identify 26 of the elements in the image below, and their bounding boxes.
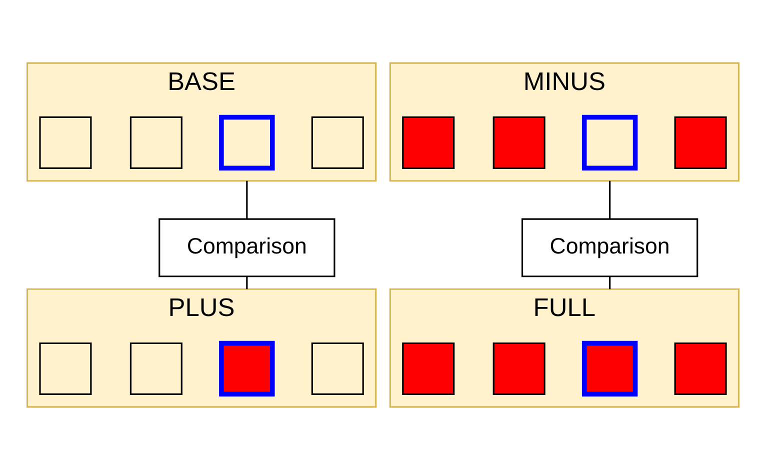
node-box bbox=[402, 116, 455, 169]
node-box bbox=[674, 342, 727, 395]
cluster: MINUS bbox=[389, 62, 740, 182]
cluster: PLUS bbox=[26, 288, 377, 408]
node-box bbox=[39, 342, 92, 395]
node-box: Comparison bbox=[521, 218, 698, 278]
cluster: BASE bbox=[26, 62, 377, 182]
node-box bbox=[39, 116, 92, 169]
node-box bbox=[402, 342, 455, 395]
connector bbox=[609, 276, 611, 290]
connector bbox=[609, 180, 611, 219]
connector bbox=[246, 180, 248, 219]
node-box bbox=[130, 342, 182, 395]
node-box: Comparison bbox=[158, 218, 336, 278]
node-box bbox=[674, 116, 727, 169]
node-box bbox=[492, 116, 546, 169]
node-box bbox=[219, 114, 275, 171]
node-box bbox=[311, 342, 364, 395]
node-box bbox=[130, 116, 182, 169]
connector bbox=[246, 276, 248, 290]
cluster: FULL bbox=[389, 288, 740, 408]
node-box bbox=[582, 114, 638, 171]
node-box bbox=[492, 342, 546, 395]
node-box bbox=[582, 340, 638, 397]
node-box bbox=[219, 340, 275, 397]
node-box bbox=[311, 116, 364, 169]
